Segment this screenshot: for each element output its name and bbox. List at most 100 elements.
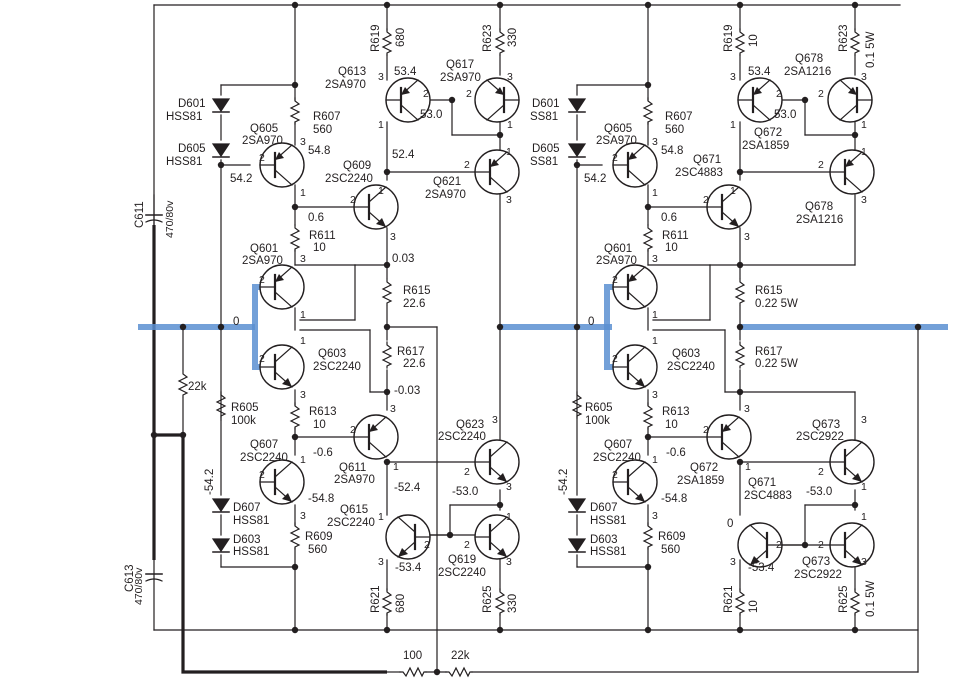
- transistor-q605: [258, 141, 306, 189]
- left-labels: C611 470/80v C613 470/80v R619 680 R623 …: [124, 25, 519, 663]
- label-q623-type: 2SC2240: [438, 431, 486, 443]
- volt-53-4-r: 53.4: [748, 66, 771, 78]
- volt-0-r: 0: [588, 316, 594, 328]
- pin-label: 2: [259, 274, 265, 286]
- volt-m54-8: -54.8: [308, 493, 334, 505]
- label-r613-r: R613: [662, 406, 690, 418]
- label-q609: Q609: [343, 160, 371, 172]
- label-q617: Q617: [446, 59, 474, 71]
- pin-label: 3: [506, 556, 512, 568]
- diode-d601-r: [568, 98, 586, 113]
- resistor-r611-r: [643, 224, 653, 252]
- pin-label: 2: [350, 424, 356, 436]
- pin-label: 1: [652, 309, 658, 321]
- label-r613-value: 10: [313, 419, 326, 431]
- resistor-r613: [290, 402, 300, 430]
- pin-label: 3: [652, 389, 658, 401]
- label-q611-type: 2SA970: [334, 474, 375, 486]
- pin-label: 3: [390, 231, 396, 243]
- pin-label: 2: [350, 194, 356, 206]
- resistor-r617: [382, 341, 392, 369]
- label-q611: Q611: [339, 462, 366, 474]
- transistor-q607: [258, 458, 306, 506]
- transistor-q671a: [705, 183, 753, 231]
- transistor-q678b: [828, 148, 876, 196]
- label-q603-r-type: 2SC2240: [667, 361, 715, 373]
- resistor-r617-r: [735, 341, 745, 369]
- resistor-r625-r: [850, 588, 860, 616]
- label-d601-type: HSS81: [166, 111, 202, 123]
- pin-label: 1: [745, 461, 751, 473]
- junction-dots: [150, 1, 922, 676]
- transistor-q621: [473, 148, 521, 196]
- diode-d607-r: [568, 498, 586, 513]
- diode-d605: [212, 143, 230, 158]
- pin-label: 3: [300, 136, 306, 148]
- label-d607-r-type: HSS81: [590, 515, 626, 527]
- label-c611: C611: [134, 201, 146, 228]
- volt-m0-03: -0.03: [394, 385, 420, 397]
- transistor-q672b: [705, 413, 753, 461]
- label-r611-r-value: 10: [665, 242, 678, 254]
- label-q678a-type: 2SA1216: [784, 66, 831, 78]
- diode-d603-r: [568, 538, 586, 553]
- pin-label: 2: [703, 194, 709, 206]
- pin-label: 1: [730, 185, 736, 197]
- resistor-r615-r: [735, 278, 745, 306]
- resistor-r621: [382, 588, 392, 616]
- pin-label: 2: [466, 88, 472, 100]
- label-q671a: Q671: [693, 154, 721, 166]
- resistor-r615: [382, 278, 392, 306]
- label-r605-value: 100k: [231, 415, 256, 427]
- label-q609-type: 2SC2240: [325, 173, 373, 185]
- label-d605-r-type: SS81: [530, 156, 558, 168]
- label-q673a-type: 2SC2922: [796, 431, 844, 443]
- label-r611-value: 10: [313, 242, 326, 254]
- label-q619: Q619: [448, 554, 476, 566]
- label-d603-type: HSS81: [233, 546, 269, 558]
- volt-54-2: 54.2: [230, 173, 252, 185]
- label-d601-r: D601: [532, 98, 560, 110]
- label-q615: Q615: [340, 504, 368, 516]
- transistor-q678a: [826, 76, 874, 124]
- pin-label: 3: [300, 253, 306, 265]
- volt-0-6-r: 0.6: [661, 212, 677, 224]
- left-components: [145, 28, 521, 677]
- pin-label: 1: [861, 511, 867, 523]
- volt-54-8: 54.8: [308, 145, 330, 157]
- resistor-r621-r: [735, 588, 745, 616]
- resistor-100: [399, 667, 427, 677]
- pin-label: 3: [730, 71, 736, 83]
- volt-m53-0: -53.0: [452, 486, 478, 498]
- right-components: [568, 28, 876, 616]
- label-q621-type: 2SA970: [425, 189, 466, 201]
- label-q605-type: 2SA970: [242, 135, 283, 147]
- label-r613-r-value: 10: [665, 419, 678, 431]
- label-q603: Q603: [318, 348, 346, 360]
- label-r613: R613: [309, 406, 337, 418]
- label-r619-r-value: 10: [748, 34, 760, 47]
- label-r621-r: R621: [723, 586, 735, 614]
- label-q678b: Q678: [805, 201, 833, 213]
- label-r621: R621: [370, 586, 382, 614]
- pin-label: 2: [776, 88, 782, 100]
- label-c611-value: 470/80v: [164, 200, 176, 238]
- pin-label: 3: [861, 556, 867, 568]
- pin-label: 1: [378, 185, 384, 197]
- label-r605-r: R605: [585, 402, 613, 414]
- resistor-r613-r: [643, 402, 653, 430]
- label-r615-value: 22.6: [403, 298, 425, 310]
- pin-label: 1: [300, 187, 306, 199]
- label-r625-value: 330: [507, 594, 519, 613]
- diode-d603: [212, 538, 230, 553]
- label-q603-r: Q603: [672, 348, 700, 360]
- pin-label: 1: [652, 335, 658, 347]
- volt-54-8-r: 54.8: [661, 145, 683, 157]
- label-r615-r: R615: [755, 285, 783, 297]
- resistor-r607-r: [643, 97, 653, 125]
- label-q672b-type: 2SA1859: [677, 475, 724, 487]
- label-r623-value: 330: [507, 28, 519, 47]
- diode-d607: [212, 498, 230, 513]
- label-d603-r: D603: [590, 534, 618, 546]
- volt-0b-r: 0: [727, 518, 733, 530]
